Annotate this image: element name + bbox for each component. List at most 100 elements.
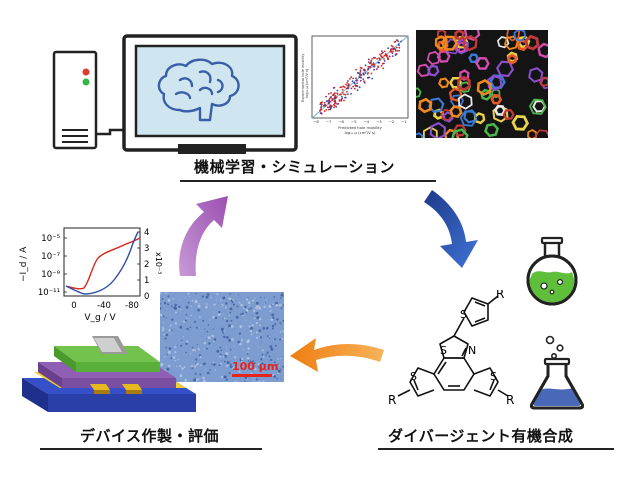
molecule-ring (459, 110, 478, 127)
micrograph-grain (238, 370, 241, 373)
scatter-xtick: −8 (313, 119, 319, 124)
micrograph-grain (269, 345, 273, 349)
scatter-point (380, 52, 383, 55)
micrograph-grain (190, 305, 192, 307)
scatter-point (323, 110, 326, 112)
micrograph-grain (191, 346, 194, 349)
caption-device-underline (40, 448, 262, 450)
micrograph-grain (266, 299, 268, 301)
molecule-ring (429, 121, 447, 138)
scatter-point (373, 65, 375, 68)
scatter-point (391, 45, 394, 48)
micrograph-grain (219, 346, 222, 349)
micrograph-grain (282, 319, 284, 322)
micrograph-grain (223, 375, 227, 379)
micrograph-grain (186, 317, 188, 319)
micrograph-grain (241, 340, 244, 342)
micrograph-grain (234, 380, 237, 382)
micrograph-grain (172, 298, 175, 300)
micrograph-grain (257, 309, 259, 311)
scatter-point (343, 93, 345, 96)
micrograph-grain (198, 348, 201, 351)
scatter-point (330, 92, 332, 94)
micrograph-grain (226, 336, 229, 339)
micrograph-grain (187, 328, 190, 331)
micrograph-grain (170, 305, 173, 307)
molecule-ring (436, 50, 451, 63)
scatter-point (373, 63, 376, 66)
scatter-point (320, 106, 322, 109)
micrograph-grain (232, 303, 235, 306)
micrograph-grain (213, 361, 215, 364)
micrograph-grain (238, 332, 241, 335)
mol-s-left: S (410, 370, 417, 383)
scatter-point (367, 61, 370, 63)
scatter-point (346, 90, 348, 93)
micrograph-grain (161, 329, 164, 332)
micrograph-grain (215, 299, 217, 301)
micrograph-grain (197, 378, 199, 381)
micrograph-grain (212, 315, 215, 318)
micrograph-grain (265, 354, 267, 356)
micrograph-grain (178, 305, 181, 308)
scatter-point (323, 102, 326, 104)
scatter-point (380, 54, 382, 57)
scatter-point (389, 49, 392, 51)
micrograph-grain (228, 324, 231, 328)
micrograph-grain (167, 364, 171, 368)
micrograph-grain (238, 294, 240, 296)
micrograph-grain (262, 327, 266, 330)
micrograph-grain (166, 367, 170, 371)
micrograph-grain (270, 309, 272, 311)
micrograph-grain (282, 365, 284, 368)
micrograph-grain (247, 347, 250, 350)
scatter-point (358, 76, 361, 78)
scatter-point (383, 50, 386, 53)
scatter-point (347, 80, 349, 82)
scatter-point (340, 98, 343, 101)
scatter-point (349, 78, 351, 80)
molecule-ring (438, 77, 450, 89)
scatter-point (346, 82, 348, 84)
micrograph-grain (199, 373, 202, 376)
micrograph-grain (277, 358, 279, 360)
micrograph-grain (204, 303, 205, 304)
scatter-point (371, 77, 374, 80)
micrograph-grain (257, 362, 260, 366)
scatter-point (336, 92, 338, 95)
molecule-ring (506, 30, 521, 42)
ytick-right-1: 4 (144, 228, 149, 238)
scatter-point (346, 87, 349, 90)
micrograph-grain (229, 348, 232, 351)
micrograph-grain (182, 336, 185, 338)
micrograph-grain (168, 347, 172, 350)
micrograph-grain (233, 356, 237, 359)
micrograph-grain (280, 378, 282, 380)
micrograph-grain (256, 295, 258, 297)
pc-tower-icon (52, 50, 98, 150)
molecular-simulation-image (416, 30, 548, 138)
scatter-point (366, 73, 369, 75)
scatter-point (381, 56, 384, 59)
micrograph-grain (209, 319, 211, 321)
micrograph-grain (204, 328, 206, 330)
micrograph-grain (213, 303, 216, 306)
caption-device: デバイス作製・評価 (80, 427, 220, 445)
micrograph-grain (228, 339, 231, 342)
scatter-point (344, 93, 347, 96)
mol-n-thiazole: N (468, 344, 476, 357)
micrograph-grain (229, 315, 231, 317)
micrograph-grain (255, 321, 258, 325)
scatter-point (379, 53, 381, 56)
micrograph-grain (270, 358, 273, 361)
scatter-point (387, 47, 389, 50)
micrograph-grain (252, 380, 255, 382)
micrograph-grain (221, 304, 223, 306)
micrograph-grain (160, 303, 161, 305)
micrograph-grain (213, 349, 214, 351)
transfer-curve-log (65, 237, 141, 290)
right-axis-multiplier: x10⁻³ (154, 252, 163, 274)
molecule-ring (528, 98, 547, 115)
micrograph-grain (193, 378, 197, 382)
micrograph-grain (245, 320, 247, 322)
